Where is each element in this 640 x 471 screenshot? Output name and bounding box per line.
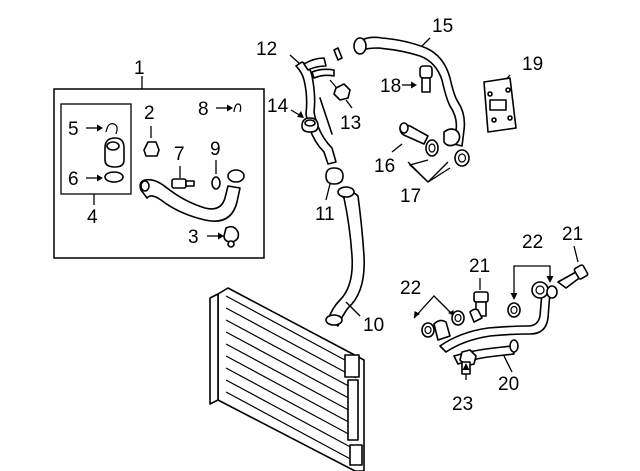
clip-part-5 [86,123,125,168]
callout-21-right: 21 [562,224,583,245]
sensor-part-7 [171,166,195,189]
bolt-part-18 [402,65,433,93]
callout-21-left: 21 [469,256,490,277]
seal-set-22-right [507,265,558,318]
bolt-part-16 [391,122,429,153]
callout-2: 2 [144,103,155,124]
bracket-part-19 [483,74,517,133]
clamp-part-3 [207,225,240,248]
arrow-23 [462,363,470,370]
callout-16: 16 [374,156,395,177]
kit-box [53,76,265,259]
grommet-part-14 [290,109,319,133]
radiator [209,287,365,471]
callout-12: 12 [256,39,277,60]
callout-14: 14 [267,96,289,117]
callout-6: 6 [68,169,79,190]
bolt-part-23 [459,349,477,380]
o-ring-part-6 [86,171,124,183]
callout-13: 13 [340,113,361,134]
callout-17: 17 [400,186,421,207]
callout-8: 8 [198,99,209,120]
pipe-part-20 [439,281,551,373]
callout-23: 23 [452,394,473,415]
callout-22-left: 22 [400,278,421,299]
callout-22-right: 22 [522,232,543,253]
callout-5: 5 [68,119,79,140]
clip-part-8 [216,103,242,113]
clamp-part-11 [325,167,344,201]
callout-18: 18 [380,76,401,97]
pipe-part-12 [289,47,343,165]
callout-10: 10 [363,315,384,336]
seal-set-17 [407,139,470,183]
callout-9: 9 [210,139,221,160]
callout-1: 1 [134,58,145,79]
kit-hose [139,169,245,222]
callout-4: 4 [87,207,98,228]
callout-7: 7 [174,144,185,165]
callout-15: 15 [432,16,453,37]
callout-3: 3 [188,227,199,248]
callout-20: 20 [498,374,519,395]
callout-19: 19 [522,54,543,75]
pipe-part-15 [353,36,466,147]
bolt-part-13 [329,79,353,109]
hose-part-10 [325,186,365,327]
callout-labels: 1 2 3 4 5 6 7 8 9 10 11 12 13 14 15 16 1… [68,16,583,415]
clip-part-2 [143,126,160,157]
callout-11: 11 [315,204,335,225]
o-ring-part-9 [211,160,221,190]
bolt-part-21-right [557,245,589,289]
seal-set-22-left [413,295,483,341]
